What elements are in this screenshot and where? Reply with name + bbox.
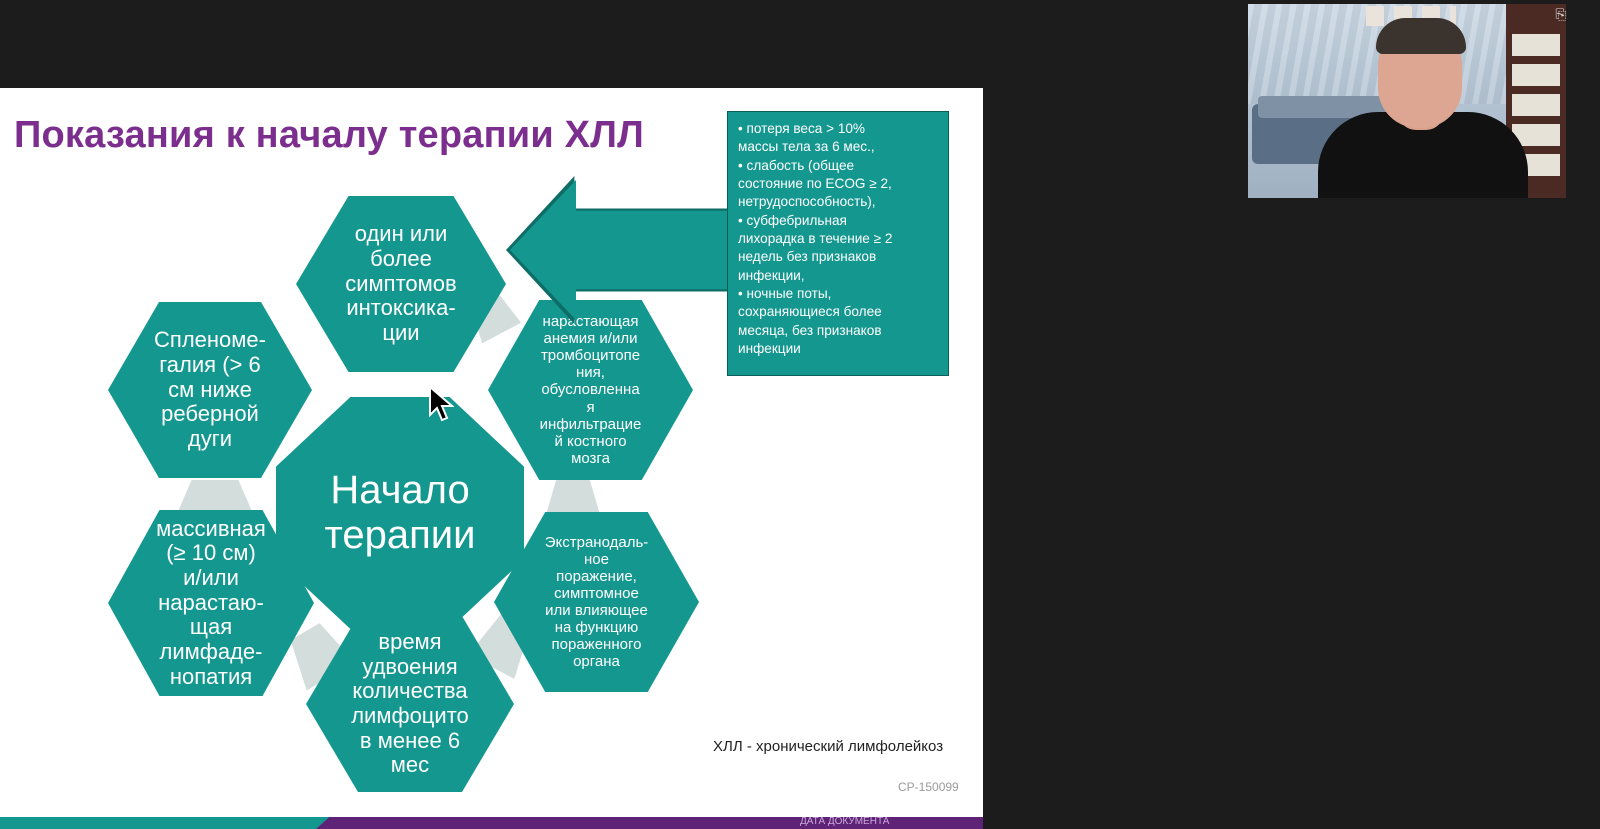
footer-bar-purple <box>316 817 983 829</box>
webcam-video-feed[interactable] <box>1248 4 1566 198</box>
webcam-bed-cover <box>1258 96 1386 118</box>
webcam-person-hair <box>1376 18 1466 54</box>
mouse-pointer-icon <box>429 385 454 422</box>
hexagon-anemia: нарастающая анемия и/или тромбоцитопе ни… <box>488 300 693 480</box>
hexagon-label: один или более симптомов интоксика- ции <box>345 221 457 345</box>
symptoms-info-box: • потеря веса > 10% массы тела за 6 мес.… <box>727 111 949 376</box>
hexagon-splenomegaly: Спленоме- галия (> 6 см ниже реберной ду… <box>108 302 312 478</box>
center-label: Начало терапии <box>324 468 476 557</box>
info-item: • слабость (общее состояние по ECOG ≥ 2,… <box>738 157 892 210</box>
paperclip-icon[interactable]: ⎘ <box>1555 6 1567 22</box>
hexagon-label: время удвоения количества лимфоцито в ме… <box>351 629 469 778</box>
center-octagon: Начало терапии <box>276 397 524 629</box>
arrow-left-icon <box>510 180 730 320</box>
presentation-slide: Показания к началу терапии ХЛЛ один или … <box>0 88 983 829</box>
footer-text: ДАТА ДОКУМЕНТА <box>800 816 890 827</box>
hexagon-extranodal: Экстранодаль- ное поражение, симптомное … <box>494 512 699 692</box>
info-item: • ночные поты, сохраняющиеся более месяц… <box>738 286 882 357</box>
hexagon-intoxication-symptoms: один или более симптомов интоксика- ции <box>296 196 506 372</box>
hexagon-label: массивная (≥ 10 см) и/или нарастаю- щая … <box>156 515 266 689</box>
hexagon-label: Спленоме- галия (> 6 см ниже реберной ду… <box>154 327 266 451</box>
abbreviation-footnote: ХЛЛ - хронический лимфолейкоз <box>713 738 944 755</box>
info-item: • потеря веса > 10% массы тела за 6 мес.… <box>738 121 875 155</box>
hexagon-label: нарастающая анемия и/или тромбоцитопе ни… <box>539 313 642 467</box>
hexagon-label: Экстранодаль- ное поражение, симптомное … <box>544 533 649 671</box>
slide-title: Показания к началу терапии ХЛЛ <box>14 114 644 156</box>
document-code: CP-150099 <box>898 780 959 794</box>
footer-bar-green <box>0 817 330 829</box>
info-item: • субфебрильная лихорадка в течение ≥ 2 … <box>738 212 893 283</box>
